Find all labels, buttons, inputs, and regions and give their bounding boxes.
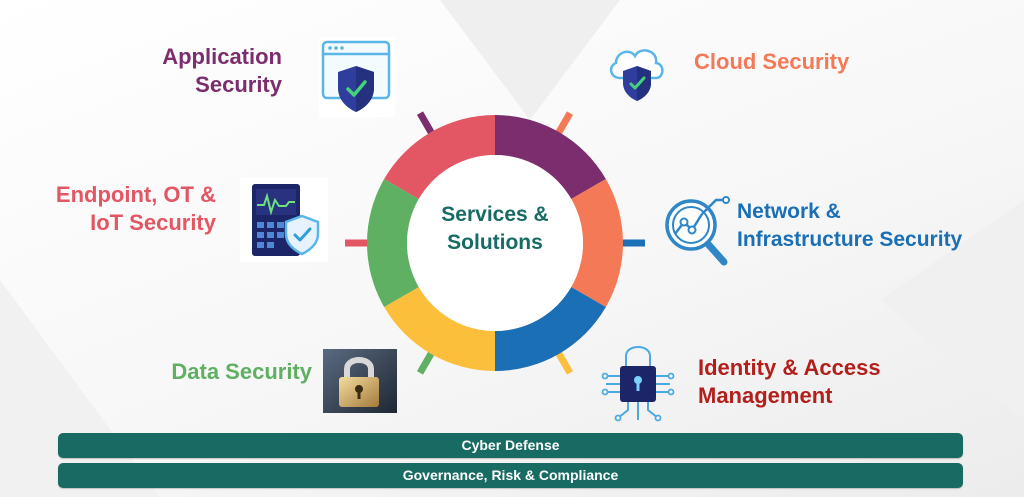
- label-application-line1: Application: [162, 44, 282, 69]
- label-cloud-line1: Cloud Security: [694, 49, 850, 74]
- browser-shield-icon: [319, 37, 395, 117]
- label-identity-line2: Management: [698, 383, 833, 408]
- label-cloud-security: Cloud Security: [694, 48, 954, 76]
- label-network-line2: Infrastructure Security: [737, 228, 963, 251]
- cyber-defense-bar: Cyber Defense: [58, 433, 963, 458]
- label-data-line1: Data Security: [171, 359, 312, 384]
- label-application-security: Application Security: [100, 43, 282, 99]
- label-endpoint-line2: IoT Security: [90, 210, 216, 235]
- label-endpoint-security: Endpoint, OT & IoT Security: [30, 181, 216, 237]
- wheel-segment-cloud: [571, 179, 623, 307]
- circuit-lock-icon: [601, 346, 675, 422]
- label-data-security: Data Security: [100, 358, 312, 386]
- wheel-segment-network: [495, 287, 606, 371]
- wheel-segment-data: [367, 179, 419, 307]
- device-shield-icon: [240, 178, 328, 262]
- wheel-segment-endpoint: [384, 115, 495, 199]
- services-wheel: Services & Solutions: [345, 111, 645, 375]
- label-identity-access: Identity & Access Management: [698, 354, 978, 410]
- label-endpoint-line1: Endpoint, OT &: [55, 182, 216, 207]
- label-identity-line1: Identity & Access: [698, 355, 881, 380]
- center-title-line1: Services &: [441, 203, 548, 226]
- magnifier-chart-icon: [665, 196, 730, 266]
- cloud-shield-icon: [609, 49, 664, 101]
- label-network-security: Network & Infrastructure Security: [737, 198, 1017, 254]
- governance-risk-compliance-bar: Governance, Risk & Compliance: [58, 463, 963, 488]
- wheel-segment-identity: [384, 287, 495, 371]
- padlock-icon: [323, 349, 397, 413]
- label-application-line2: Security: [195, 72, 282, 97]
- wheel-segment-application: [495, 115, 606, 199]
- center-title-line2: Solutions: [447, 231, 543, 254]
- label-network-line1: Network &: [737, 200, 841, 223]
